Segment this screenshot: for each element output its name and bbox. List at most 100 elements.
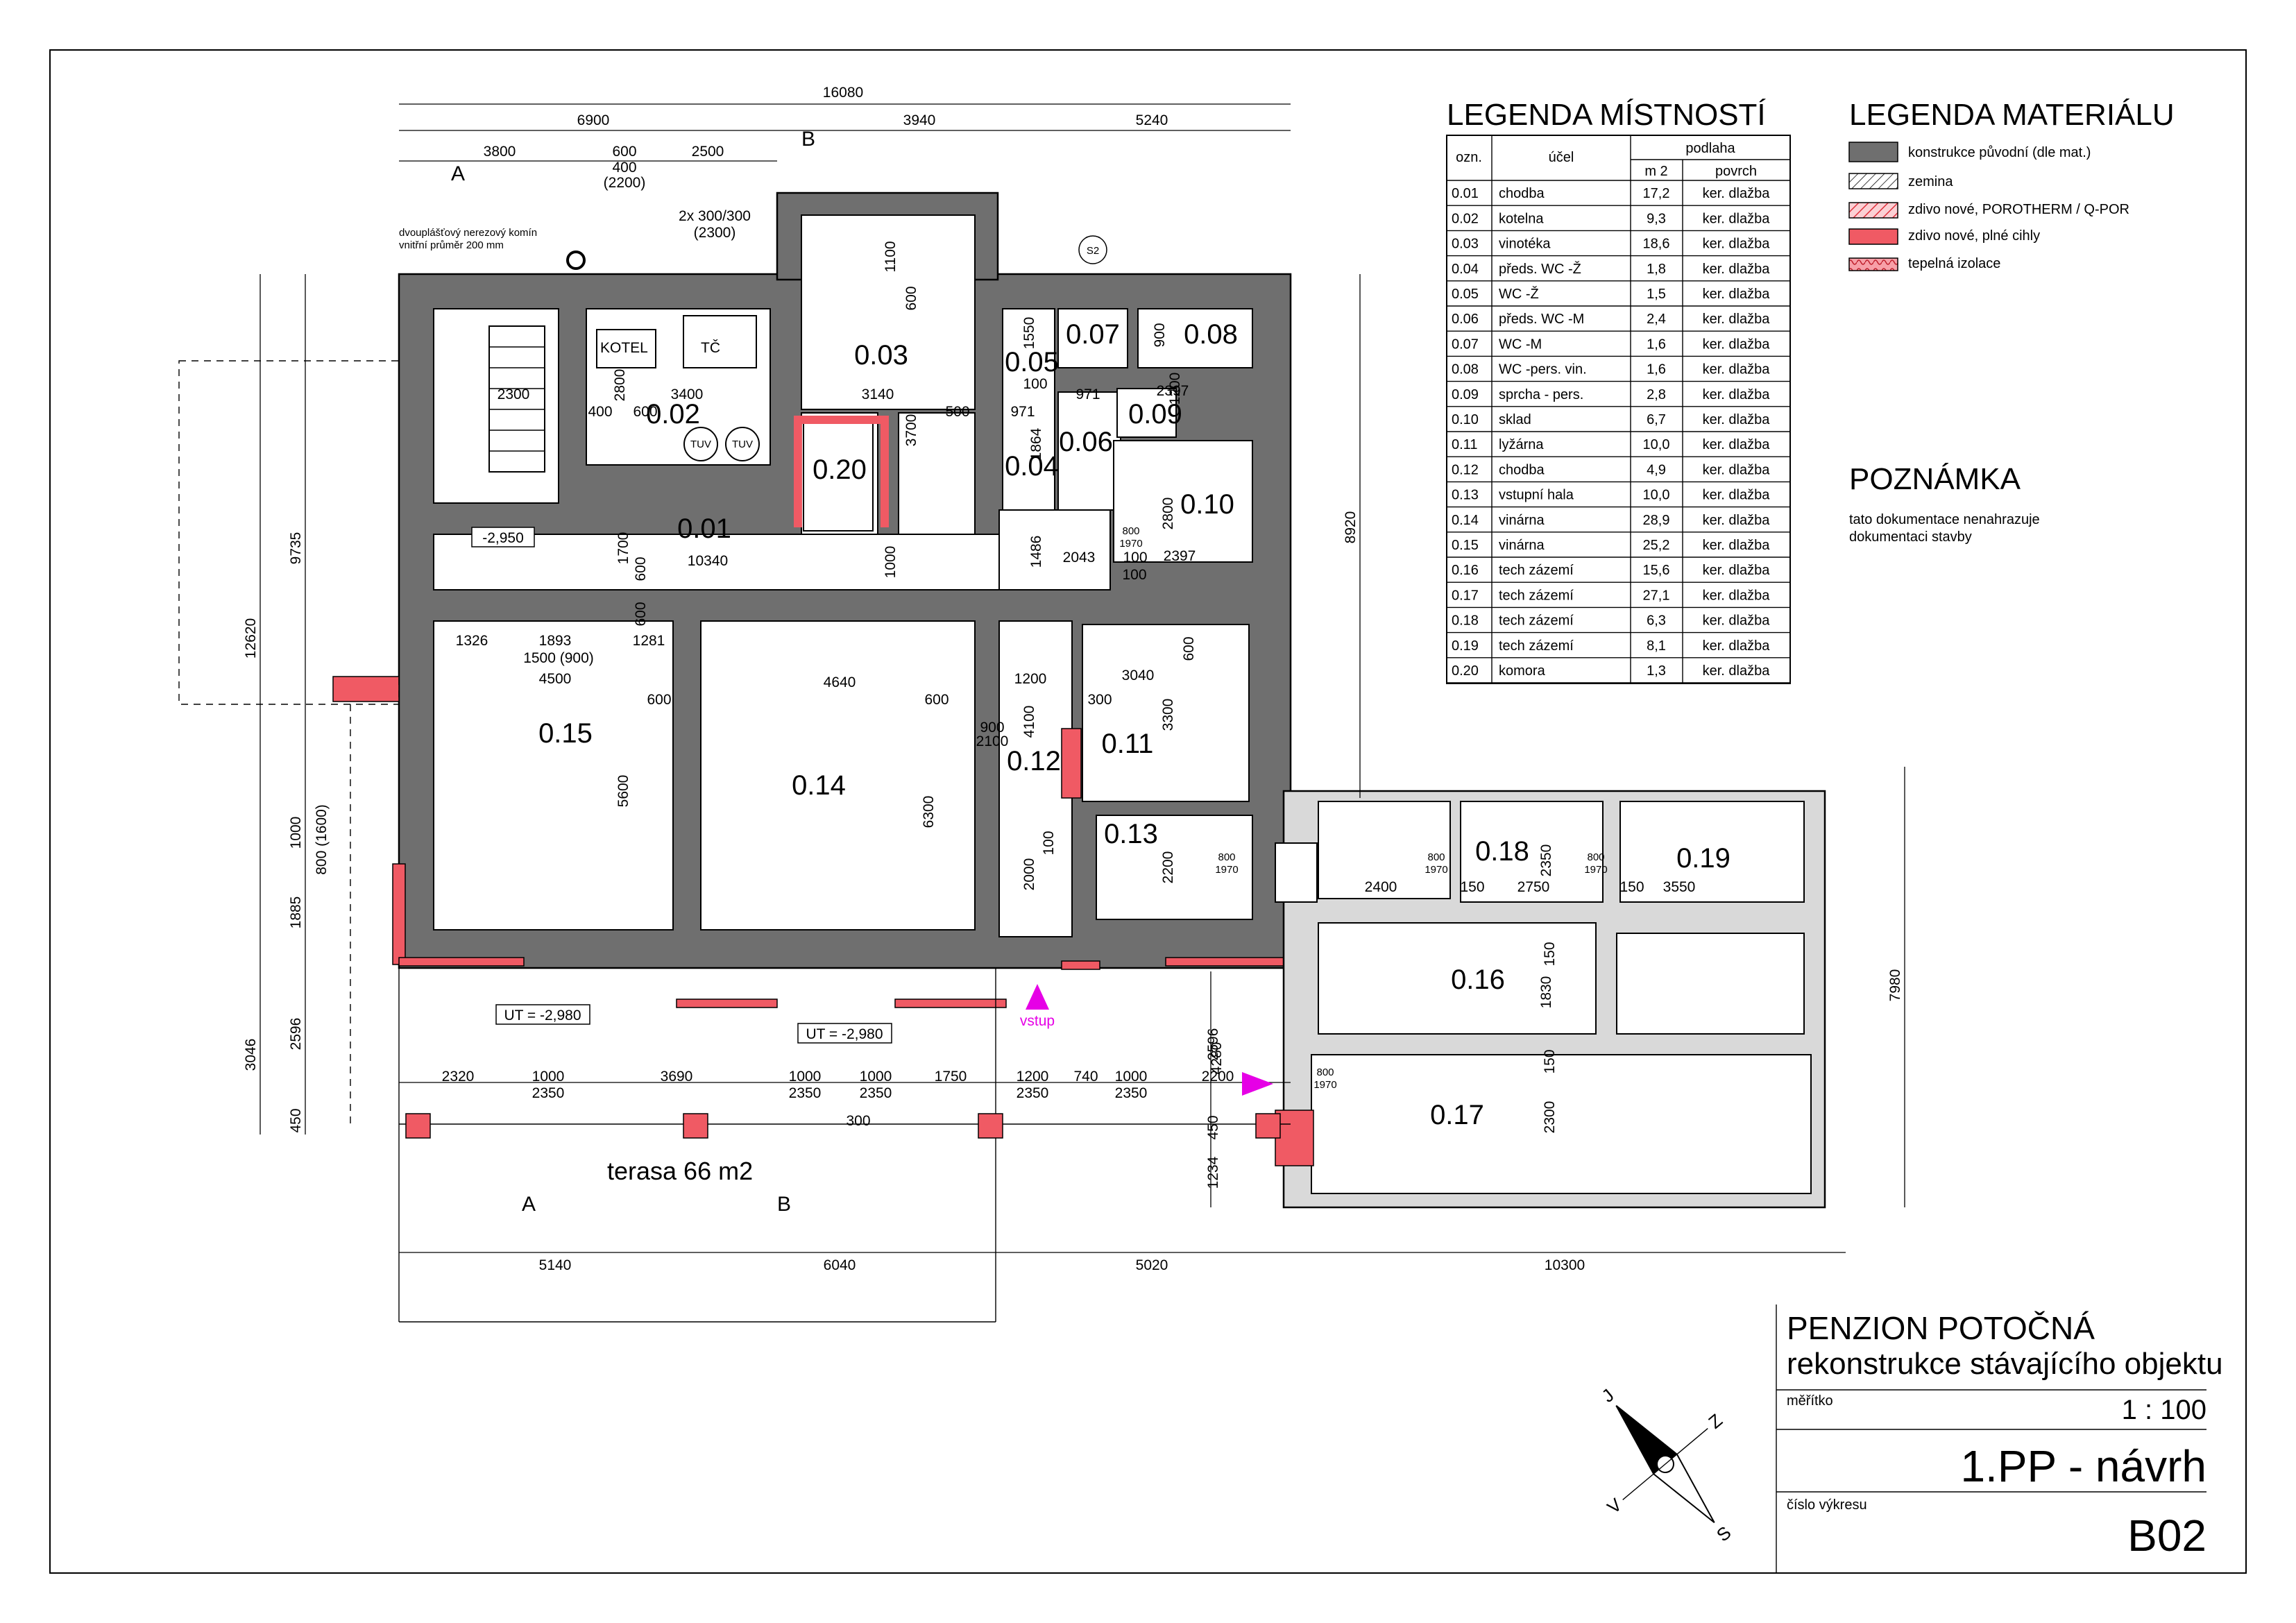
- legend-cell-povrch: ker. dlažba: [1703, 287, 1771, 302]
- room-void: [1318, 801, 1451, 899]
- boiler-label: KOTEL: [600, 340, 648, 356]
- room-void: [1116, 388, 1177, 438]
- compass-letter: V: [1603, 1494, 1626, 1518]
- legend-cell-ucel: vinárna: [1499, 538, 1545, 553]
- scale-value: 1 : 100: [2122, 1395, 2206, 1425]
- compass-letter: J: [1597, 1385, 1617, 1407]
- dim-bottom-2: 6040: [824, 1257, 856, 1273]
- legend-cell-ozn: 0.14: [1452, 513, 1479, 528]
- room-legend-header: podlaha: [1685, 141, 1735, 156]
- tuv-label: TUV: [690, 439, 711, 450]
- legend-cell-m2: 8,1: [1647, 638, 1666, 654]
- vent-note: 2x 300/300: [679, 208, 751, 224]
- interior-dimension: 1550: [1021, 317, 1037, 350]
- legend-cell-m2: 4,9: [1647, 462, 1666, 477]
- legend-cell-m2: 25,2: [1643, 538, 1670, 553]
- legend-cell-ucel: vinárna: [1499, 513, 1545, 528]
- room-void: [1096, 815, 1253, 920]
- room-label-0.17: 0.17: [1430, 1100, 1484, 1130]
- room-label-0.14: 0.14: [792, 770, 846, 801]
- dim-terrace-sub: 2350: [1115, 1085, 1148, 1101]
- legend-cell-m2: 17,2: [1643, 186, 1670, 201]
- interior-dimension: 971: [1075, 386, 1100, 402]
- new-brick-sill: [1061, 960, 1100, 970]
- room-label-0.03: 0.03: [854, 340, 908, 371]
- room-label-0.02: 0.02: [646, 399, 700, 430]
- ut-tag-text: UT = -2,980: [806, 1026, 883, 1042]
- dim-bottom-3: 5020: [1136, 1257, 1168, 1273]
- dim-top-total: 16080: [823, 85, 863, 101]
- interior-dimension: 2100: [976, 733, 1009, 749]
- legend-cell-m2: 1,5: [1647, 287, 1666, 302]
- heat-pump-label: TČ: [701, 340, 720, 356]
- legend-cell-ozn: 0.09: [1452, 387, 1479, 402]
- interior-dimension: 150: [1542, 1049, 1558, 1073]
- section-mark-a: A: [451, 162, 465, 185]
- interior-dimension: 1486: [1028, 536, 1044, 568]
- legend-cell-ozn: 0.12: [1452, 462, 1479, 477]
- sheet-frame: [49, 49, 2247, 1574]
- annex-stair: [1275, 842, 1318, 903]
- s2-label: S2: [1087, 245, 1099, 257]
- interior-dimension: 600: [1181, 636, 1197, 661]
- material-label: konstrukce původní (dle mat.): [1908, 145, 2091, 160]
- dim-terrace: 1750: [935, 1069, 967, 1085]
- door-tag: 1970: [1425, 864, 1447, 876]
- door-tag: 1970: [1584, 864, 1607, 876]
- interior-dimension: 4500: [539, 671, 572, 687]
- dim-right-vertical: 8920: [1343, 511, 1359, 544]
- interior-dimension: 600: [633, 602, 649, 626]
- legend-cell-ozn: 0.16: [1452, 563, 1479, 578]
- heat-pump: [683, 315, 757, 368]
- room-void: [1113, 440, 1253, 563]
- legend-cell-povrch: ker. dlažba: [1703, 362, 1771, 377]
- interior-dimension: 3140: [862, 386, 894, 402]
- door-tag: 800: [1316, 1067, 1334, 1078]
- interior-dimension: 2750: [1517, 879, 1550, 895]
- terrace-column: [405, 1113, 431, 1139]
- room-void: [1002, 308, 1055, 511]
- dim-bottom-4: 10300: [1545, 1257, 1585, 1273]
- interior-dimension: 4100: [1021, 706, 1037, 738]
- legend-cell-m2: 27,1: [1643, 588, 1670, 603]
- chimney-icon: [566, 250, 586, 270]
- legend-cell-povrch: ker. dlažba: [1703, 462, 1771, 477]
- interior-dimension: 2800: [612, 369, 628, 402]
- ut-tag-text: UT = -2,980: [504, 1008, 581, 1023]
- new-brick-sill: [676, 999, 778, 1008]
- interior-dimension: 600: [903, 286, 919, 310]
- legend-cell-povrch: ker. dlažba: [1703, 513, 1771, 528]
- room-void: [433, 620, 674, 931]
- legend-cell-ucel: předs. WC -M: [1499, 312, 1584, 327]
- interior-dimension: 3040: [1122, 668, 1155, 683]
- legend-cell-ucel: tech zázemí: [1499, 563, 1574, 578]
- material-label: zdivo nové, plné cihly: [1908, 228, 2040, 244]
- room-label-0.20: 0.20: [813, 454, 867, 485]
- legend-cell-ucel: sklad: [1499, 412, 1531, 427]
- material-label: zdivo nové, POROTHERM / Q-POR: [1908, 202, 2129, 217]
- interior-dimension: 2400: [1365, 879, 1397, 895]
- legend-cell-m2: 1,6: [1647, 362, 1666, 377]
- legend-cell-m2: 6,7: [1647, 412, 1666, 427]
- title-block: PENZION POTOČNÁ rekonstrukce stávajícího…: [1776, 1305, 2223, 1573]
- legend-cell-ucel: WC -pers. vin.: [1499, 362, 1587, 377]
- legend-cell-ucel: chodba: [1499, 186, 1545, 201]
- legend-cell-m2: 1,8: [1647, 262, 1666, 277]
- interior-dimension: 600: [647, 692, 671, 708]
- legend-cell-ucel: komora: [1499, 663, 1546, 679]
- interior-dimension: 150: [1542, 942, 1558, 966]
- s2-marker: [1078, 235, 1107, 264]
- scale-label: měřítko: [1787, 1393, 1833, 1409]
- room-label-0.16: 0.16: [1451, 965, 1505, 995]
- annex-entrance-marker-icon: [1242, 1072, 1273, 1096]
- dim-terrace: 1000: [860, 1069, 892, 1085]
- new-brick-block: [1061, 728, 1082, 799]
- room-legend-header: povrch: [1715, 164, 1757, 179]
- swatch-original-structure: [1848, 142, 1898, 162]
- interior-dimension: 2800: [1160, 498, 1176, 530]
- room-legend-header: m 2: [1644, 164, 1667, 179]
- project-subtitle: rekonstrukce stávajícího objektu: [1787, 1347, 2223, 1381]
- drawing-number-label: číslo výkresu: [1787, 1497, 1867, 1513]
- drawing-name: 1.PP - návrh: [1960, 1441, 2206, 1491]
- dim-left-vertical: 800 (1600): [314, 804, 330, 875]
